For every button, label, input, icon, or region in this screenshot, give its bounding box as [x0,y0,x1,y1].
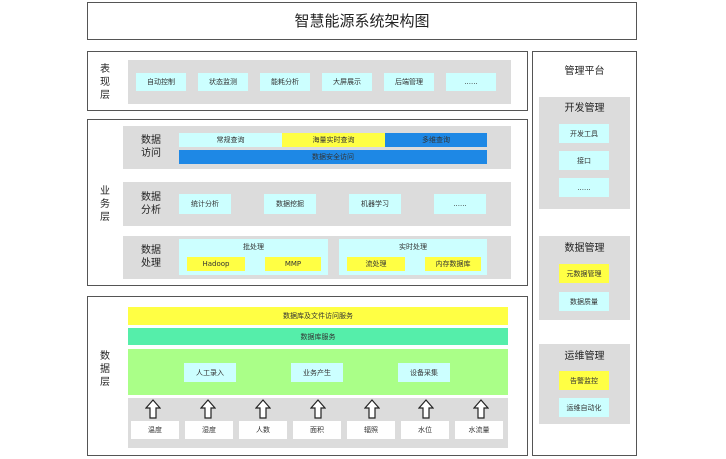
dev-item-interface: 接口 [559,151,609,170]
management-platform-title: 管理平台 [564,65,605,77]
label-line: 数据 [141,245,161,256]
data-management-panel: 数据管理 元数据管理 数据质量 [539,236,630,320]
up-arrow-icon [145,399,161,419]
presentation-panel: 自动控制 状态监测 能耗分析 大屏展示 后端管理 ...... [128,60,511,104]
ops-management-panel: 运维管理 告警监控 运维自动化 [539,344,630,424]
access-item-multidim-query: 多维查询 [385,133,487,147]
presentation-item: 能耗分析 [260,73,310,91]
development-management-title: 开发管理 [564,103,605,114]
presentation-layer: 表 现 层 自动控制 状态监测 能耗分析 大屏展示 后端管理 ...... [87,51,528,111]
ops-management-title: 运维管理 [564,351,605,362]
source-water-flow: 水流量 [455,421,503,439]
business-layer-label: 业 务 层 [98,185,112,224]
batch-processing-title: 批处理 [243,243,264,251]
business-layer: 业 务 层 数据 访问 常规查询 海量实时查询 多维查询 数据安全访问 数据 分… [87,119,528,286]
analysis-item: 数据挖掘 [264,194,316,214]
up-arrow-icon [418,399,434,419]
input-device-collection: 设备采集 [398,363,450,382]
batch-item-mmp: MMP [265,257,321,271]
ops-item-automation: 运维自动化 [559,398,609,417]
label-line: 分析 [141,205,161,216]
input-manual-entry: 人工录入 [184,363,236,382]
label-char: 现 [100,77,110,88]
data-processing-panel: 数据 处理 批处理 Hadoop MMP 实时处理 流处理 内存数据库 [123,236,511,279]
data-layer-label: 数 据 层 [98,350,112,389]
diagram-title: 智慧能源系统架构图 [294,11,430,30]
realtime-item-stream: 流处理 [347,257,405,271]
presentation-layer-label: 表 现 层 [98,63,112,102]
label-char: 务 [100,199,110,210]
data-processing-label: 数据 处理 [133,244,169,270]
batch-item-hadoop: Hadoop [187,257,245,271]
development-management-panel: 开发管理 开发工具 接口 ...... [539,97,630,209]
analysis-item: 机器学习 [349,194,401,214]
access-item-realtime-query: 海量实时查询 [282,133,385,147]
access-item-regular-query: 常规查询 [179,133,282,147]
realtime-item-inmemory-db: 内存数据库 [425,257,481,271]
ops-item-alert-monitoring: 告警监控 [559,371,609,390]
label-line: 数据 [141,192,161,203]
label-char: 层 [100,90,110,101]
management-platform: 管理平台 开发管理 开发工具 接口 ...... 数据管理 元数据管理 数据质量… [532,51,637,456]
dev-item-more: ...... [559,178,609,197]
dev-item-tools: 开发工具 [559,124,609,143]
data-security-access: 数据安全访问 [179,150,487,164]
presentation-item: 后端管理 [384,73,434,91]
data-source-panel: 温度 湿度 人数 面积 辐照 水位 水流量 [128,398,508,448]
label-char: 层 [100,377,110,388]
presentation-item: 自动控制 [136,73,186,91]
data-access-panel: 数据 访问 常规查询 海量实时查询 多维查询 数据安全访问 [123,126,511,169]
label-line: 访问 [141,148,161,159]
realtime-processing-group: 实时处理 流处理 内存数据库 [339,239,487,275]
source-people-count: 人数 [239,421,287,439]
label-line: 处理 [141,258,161,269]
label-char: 业 [100,186,110,197]
db-service: 数据库服务 [128,328,508,345]
presentation-item: 状态监测 [198,73,248,91]
label-char: 数 [100,351,110,362]
label-char: 据 [100,364,110,375]
batch-processing-group: 批处理 Hadoop MMP [179,239,328,275]
label-line: 数据 [141,135,161,146]
diagram-title-box: 智慧能源系统架构图 [87,2,637,40]
db-file-access-service: 数据库及文件访问服务 [128,307,508,325]
up-arrow-icon [473,399,489,419]
data-analysis-panel: 数据 分析 统计分析 数据挖掘 机器学习 ...... [123,182,511,226]
analysis-item: ...... [434,194,486,214]
source-temperature: 温度 [131,421,179,439]
up-arrow-icon [200,399,216,419]
source-area: 面积 [293,421,341,439]
data-item-metadata: 元数据管理 [559,264,609,283]
presentation-item: ...... [446,73,496,91]
data-item-quality: 数据质量 [559,292,609,311]
up-arrow-icon [310,399,326,419]
source-humidity: 湿度 [185,421,233,439]
data-analysis-label: 数据 分析 [133,191,169,217]
data-input-panel: 人工录入 业务产生 设备采集 [128,349,508,395]
presentation-item: 大屏展示 [322,73,372,91]
data-management-title: 数据管理 [564,243,605,254]
up-arrow-icon [364,399,380,419]
analysis-item: 统计分析 [179,194,231,214]
label-char: 层 [100,212,110,223]
up-arrow-icon [255,399,271,419]
realtime-processing-title: 实时处理 [399,243,427,251]
data-access-label: 数据 访问 [133,134,169,160]
data-layer: 数 据 层 数据库及文件访问服务 数据库服务 人工录入 业务产生 设备采集 温度… [87,296,528,456]
source-water-level: 水位 [401,421,449,439]
input-business-generated: 业务产生 [291,363,343,382]
source-irradiance: 辐照 [347,421,395,439]
label-char: 表 [100,64,110,75]
